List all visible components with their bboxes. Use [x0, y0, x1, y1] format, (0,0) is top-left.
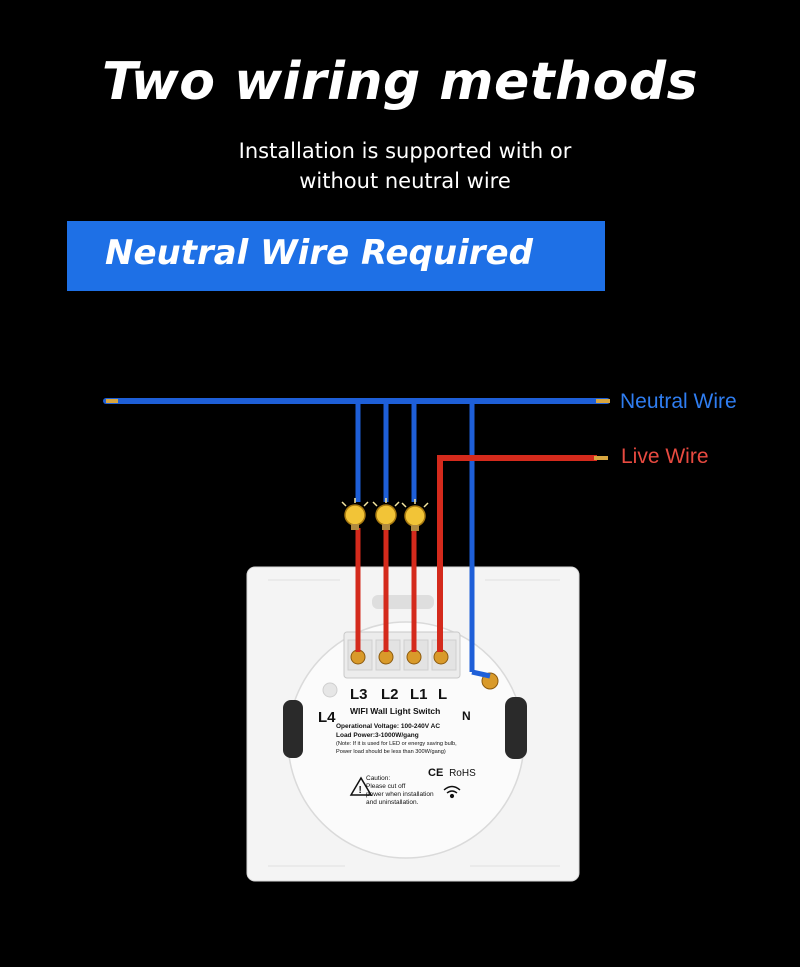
- live-wire: [437, 455, 597, 652]
- load-spec: Load Power:3-1000W/gang: [336, 732, 419, 739]
- terminal-l-label: L: [438, 686, 448, 703]
- banner-label: Neutral Wire Required: [105, 233, 533, 273]
- screw-l3: [350, 649, 366, 665]
- bulb-3-icon: [401, 499, 429, 531]
- neutral-wire-label: Neutral Wire: [620, 390, 737, 413]
- caution-text: Caution: Please cut off power when insta…: [366, 775, 434, 807]
- screw-l2: [378, 649, 394, 665]
- caution-line-1: Caution:: [366, 775, 391, 782]
- note-line-1: (Note: If it is used for LED or energy s…: [336, 741, 457, 747]
- ce-mark: CE: [428, 767, 444, 779]
- live-wire-label: Live Wire: [621, 445, 709, 468]
- plate-slot-top: [372, 595, 434, 609]
- wifi-icon: [443, 785, 461, 799]
- note-line-2: Power load should be less than 300W/gang…: [336, 749, 446, 755]
- page-title: Two wiring methods: [101, 52, 699, 112]
- terminal-l3-label: L3: [350, 686, 368, 703]
- bulb-2-icon: [372, 498, 400, 530]
- subtitle: Installation is supported with or withou…: [0, 136, 800, 196]
- terminal-l1-label: L1: [410, 686, 428, 703]
- voltage-spec: Operational Voltage: 100-240V AC: [336, 723, 441, 730]
- product-name: WIFI Wall Light Switch: [350, 706, 441, 716]
- terminal-l2-label: L2: [381, 686, 399, 703]
- terminal-block: [343, 631, 461, 679]
- side-knob-right: [505, 697, 527, 759]
- caution-line-3: power when installation: [366, 791, 434, 798]
- warning-icon: !: [349, 776, 373, 796]
- terminal-n-label: N: [462, 709, 471, 723]
- subtitle-line-1: Installation is supported with or: [238, 139, 572, 163]
- terminal-l4-label: L4: [318, 709, 336, 726]
- certification-marks: CE RoHS: [428, 767, 476, 779]
- screw-l: [433, 649, 449, 665]
- bulb-1-icon: [341, 498, 369, 530]
- rohs-mark: RoHS: [449, 768, 476, 779]
- svg-text:!: !: [359, 785, 362, 796]
- caution-line-4: and uninstallation.: [366, 799, 419, 806]
- side-knob-left: [283, 700, 303, 758]
- neutral-required-banner: Neutral Wire Required: [67, 221, 605, 291]
- screw-l1: [406, 649, 422, 665]
- caution-line-2: Please cut off: [366, 783, 406, 790]
- subtitle-line-2: without neutral wire: [299, 169, 511, 193]
